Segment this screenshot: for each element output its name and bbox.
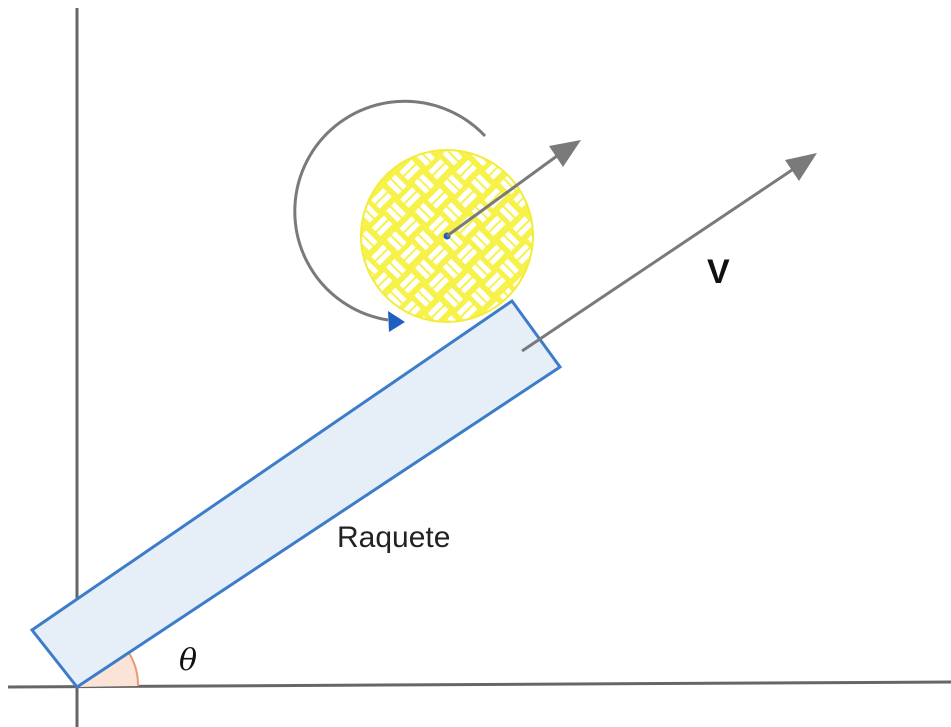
velocity-arrowhead	[785, 153, 817, 181]
ball-velocity-arrow	[443, 140, 581, 240]
racket-label: Raquete	[337, 521, 450, 554]
x-axis	[7, 680, 951, 689]
velocity-label: V	[707, 253, 730, 291]
angle-label: θ	[179, 643, 197, 678]
racket	[29, 298, 563, 690]
ball-arrowhead	[549, 140, 581, 167]
velocity-arrow	[521, 153, 817, 353]
rotation-arrow-icon	[293, 99, 487, 332]
spin-arrowhead	[388, 311, 405, 332]
